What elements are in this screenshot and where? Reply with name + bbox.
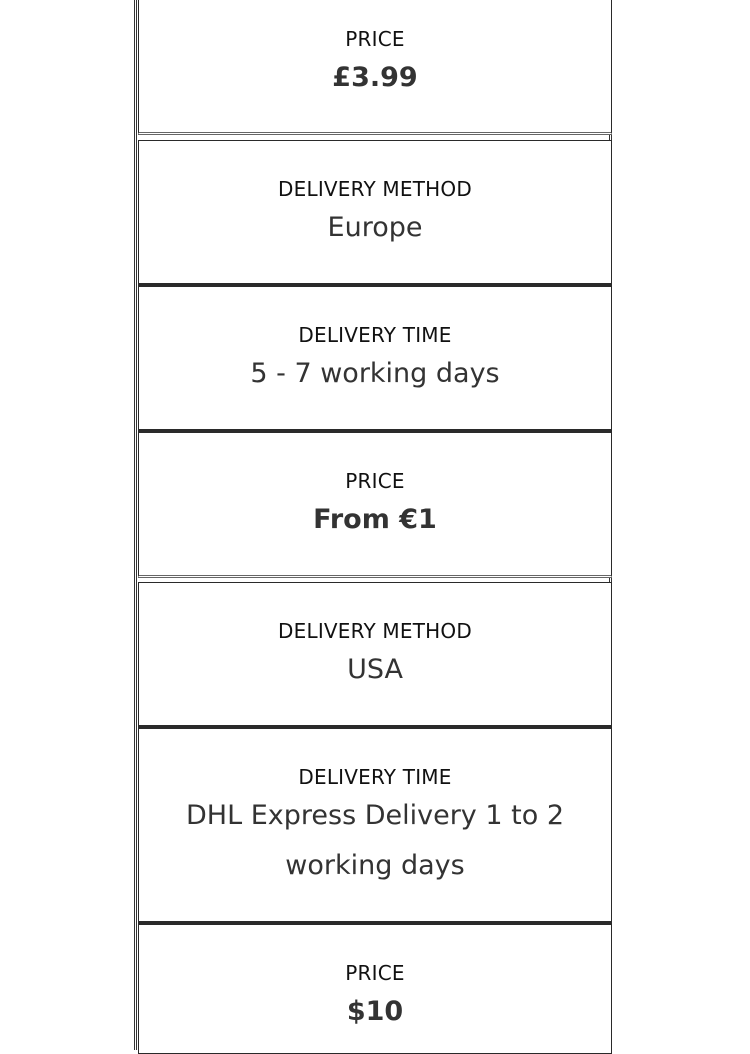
cell-label: DELIVERY TIME	[298, 765, 452, 789]
cell-label: PRICE	[345, 961, 405, 985]
cell-label: DELIVERY METHOD	[278, 619, 472, 643]
price-cell-usa: PRICE $10	[138, 924, 612, 1054]
price-cell-uk: PRICE £3.99	[138, 0, 612, 135]
cell-label: DELIVERY TIME	[298, 323, 452, 347]
delivery-time-cell-usa: DELIVERY TIME DHL Express Delivery 1 to …	[138, 728, 612, 924]
delivery-time-value: DHL Express Delivery 1 to 2 working days	[185, 800, 564, 881]
price-cell-europe: PRICE From €1	[138, 432, 612, 578]
price-value: From €1	[313, 504, 437, 535]
delivery-time-cell-europe: DELIVERY TIME 5 - 7 working days	[138, 286, 612, 432]
cell-label: PRICE	[345, 469, 405, 493]
cell-label: PRICE	[345, 27, 405, 51]
delivery-method-cell-usa: DELIVERY METHOD USA	[138, 582, 612, 728]
price-value: $10	[346, 996, 404, 1027]
price-value: £3.99	[332, 62, 418, 93]
delivery-method-value: USA	[347, 654, 403, 685]
delivery-method-value: Europe	[327, 212, 423, 243]
delivery-method-cell-europe: DELIVERY METHOD Europe	[138, 140, 612, 286]
delivery-time-value: 5 - 7 working days	[250, 358, 500, 389]
cell-label: DELIVERY METHOD	[278, 177, 472, 201]
